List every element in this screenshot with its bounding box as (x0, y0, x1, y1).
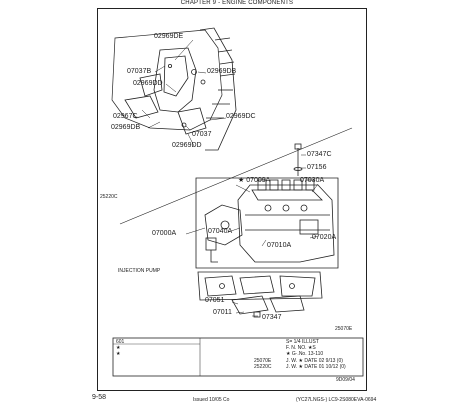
callout-07156: 07156 (307, 164, 327, 171)
callout-07037B: 07037B (127, 68, 152, 75)
tb-left-row: ★ (116, 351, 121, 358)
callout-07037: 07037 (192, 131, 212, 138)
tb-right-row: J. W. ★ DATE 01 10/12 (0) (286, 363, 346, 370)
callout-07051: 07051 (205, 297, 225, 304)
callout-07040A: 07040A (208, 228, 233, 235)
callout-07347C: 07347C (307, 151, 332, 158)
page-number: 9-58 (92, 394, 107, 401)
callout-02967C: 02967C (113, 113, 138, 120)
callout-07347: 07347 (262, 314, 282, 321)
tb-left-row: 601 (116, 339, 125, 345)
injection-pump-label: INJECTION PUMP (118, 268, 161, 274)
tb-left-row: 25220C (254, 363, 272, 370)
title-block-left: 601 ★ ★ 25070E 25220C (116, 339, 272, 370)
footer-code: (YC27LNGS-) LC9-2S080EVA-0694 (296, 397, 377, 403)
title-block-right: S= 1/4 ILLUST F. N. NO. ★S ★ G·.No. 13-1… (286, 339, 346, 370)
callout-02969DC: 02969DC (226, 113, 256, 120)
tb-right-row: J. W. ★ DATE 02 9/13 (0) (286, 357, 343, 364)
drawing-number: 9D09/04 (336, 377, 355, 383)
footer-issued: Issued 10/05 Co (193, 397, 230, 403)
callout-07000A: 07000A (152, 230, 177, 237)
tb-right-row: F. N. NO. ★S (286, 345, 316, 352)
callout-07011: 07011 (213, 309, 232, 316)
page-header: CHAPTER 9 - ENGINE COMPONENTS (180, 0, 294, 6)
drawing-frame (97, 8, 367, 391)
callout-07020A: 07020A (312, 234, 337, 241)
callout-07010A: 07010A (267, 242, 292, 249)
callout-02969DD-top: 02969DD (133, 80, 163, 87)
callout-25070E: 25070E (335, 326, 353, 332)
tb-right-row: ★ G·.No. 13-110 (286, 351, 324, 358)
tb-right-row: S= 1/4 ILLUST (286, 339, 319, 345)
callout-02969DD-bot: 02969DD (172, 142, 202, 149)
tb-left-row: ★ (116, 345, 121, 352)
callout-07030A: 07030A (300, 177, 325, 184)
callout-02969DE: 02969DE (154, 33, 184, 40)
callout-25220C: 25220C (100, 194, 118, 200)
callout-02969DB: 02969DB (207, 68, 237, 75)
callout-02969DB-2: 02969DB (111, 124, 141, 131)
tb-left-row: 25070E (254, 357, 272, 364)
callout-07009A: ★ 07009A (238, 177, 271, 184)
